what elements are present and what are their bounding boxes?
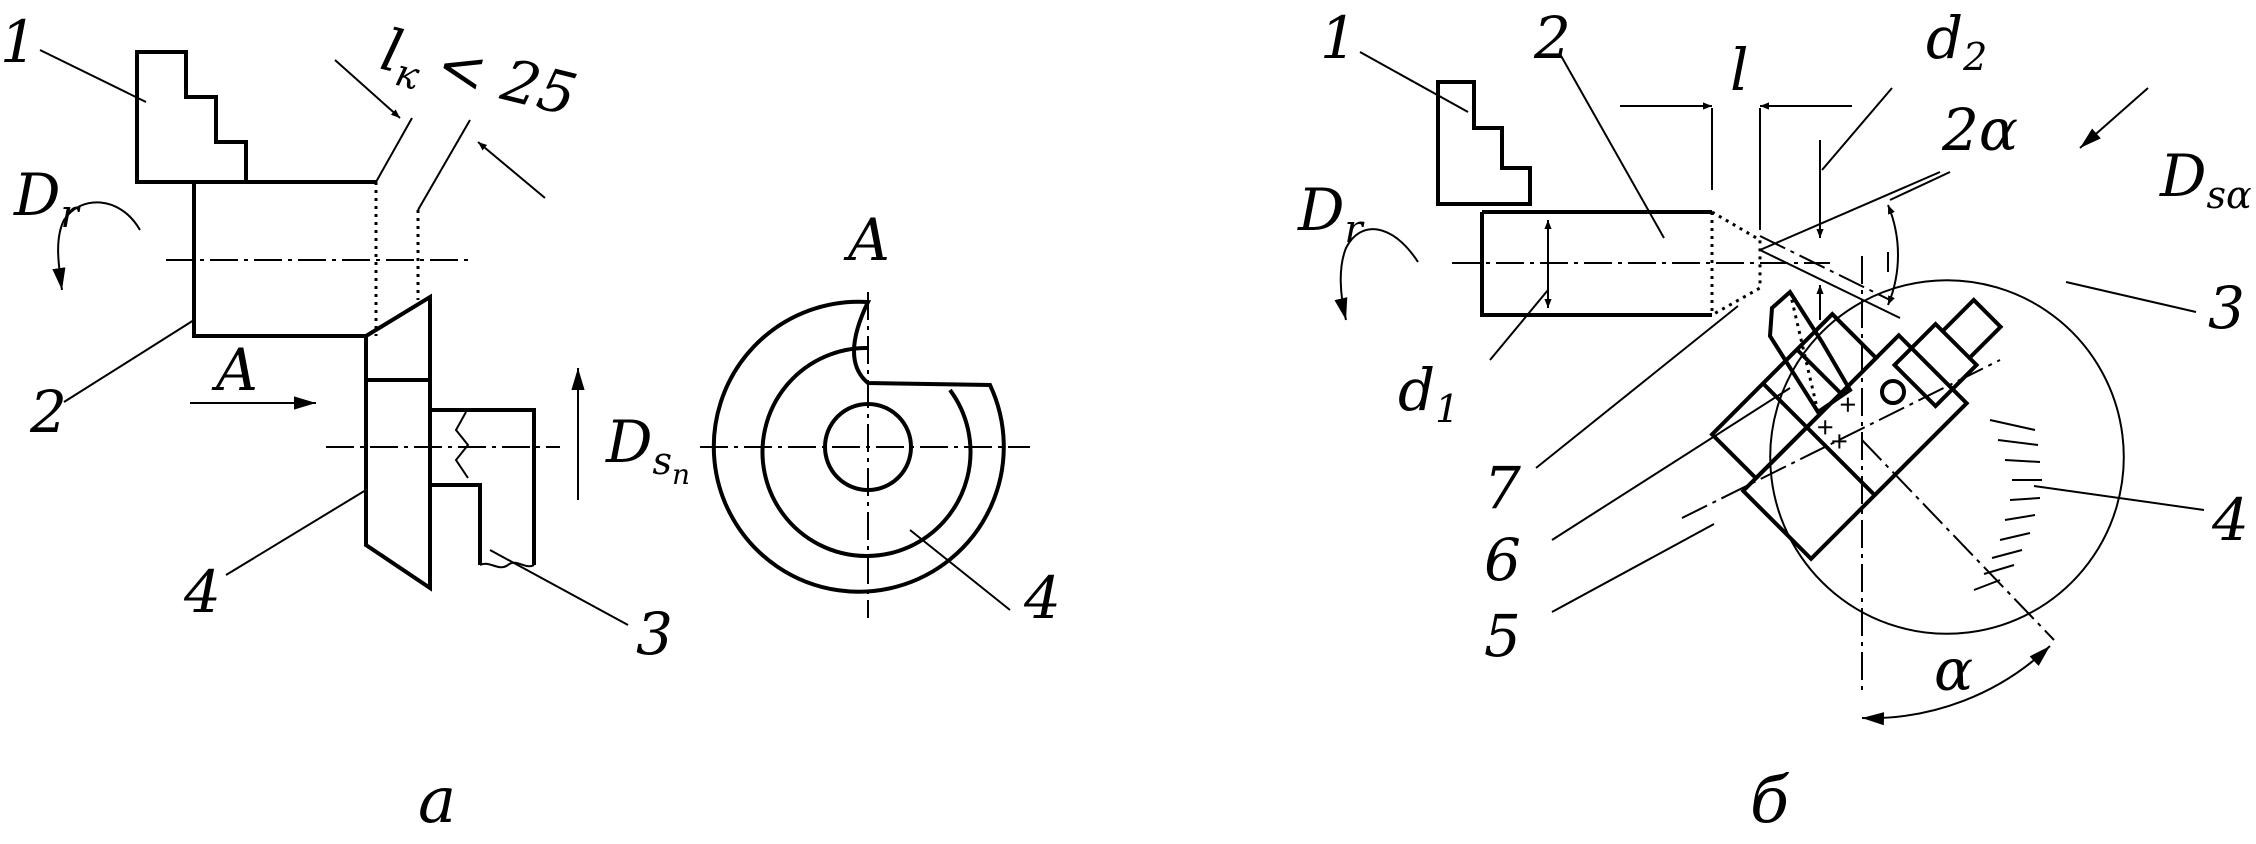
caption-a: а xyxy=(418,764,456,838)
workpiece-b xyxy=(1480,210,1712,317)
label-a-1: 1 xyxy=(0,8,37,76)
label-b-3: 3 xyxy=(2208,274,2245,342)
dim-l: l xyxy=(1730,36,1749,104)
tool-holder-b xyxy=(1709,297,2004,562)
section-a-label: A xyxy=(843,206,890,274)
label-b-4: 4 xyxy=(2211,486,2249,554)
dim-lk: lк< 25 xyxy=(373,16,583,137)
section-a-view xyxy=(700,292,1030,618)
label-a-2: 2 xyxy=(29,378,67,446)
label-b-6: 6 xyxy=(1484,526,1521,594)
tool-a xyxy=(364,293,432,592)
dim-d2: d2 xyxy=(1926,4,1987,79)
figure-b: 1 2 3 4 7 6 5 l d1 d2 2α α Dsα Dr б xyxy=(1297,4,2252,838)
label-b-1: 1 xyxy=(1320,4,1357,72)
rotation-b-label: Dr xyxy=(1297,176,1366,251)
label-a-3: 3 xyxy=(636,600,673,668)
chuck-b xyxy=(1436,80,1532,206)
figure-a: 1 2 4 3 4 A A lк< 25 Dsп Dr а xyxy=(0,8,1061,838)
label-a-4: 4 xyxy=(183,558,221,626)
label-b-7: 7 xyxy=(1484,454,1521,522)
dim-d1: d1 xyxy=(1398,356,1459,431)
arrow-a-label: A xyxy=(211,336,258,404)
workpiece-a xyxy=(192,180,376,338)
holder-a xyxy=(430,408,536,565)
caption-b: б xyxy=(1750,764,1790,838)
chuck-a xyxy=(135,50,248,184)
label-b-2: 2 xyxy=(1533,4,1571,72)
label-b-5: 5 xyxy=(1484,602,1521,670)
feed-a-label: Dsп xyxy=(605,408,690,491)
feed-b-label: Dsα xyxy=(2159,142,2252,217)
rotation-a-label: Dr xyxy=(13,161,82,236)
angle-alpha: α xyxy=(1934,636,1973,704)
angle-2alpha: 2α xyxy=(1941,96,2018,164)
label-a-4b: 4 xyxy=(1023,564,1061,632)
